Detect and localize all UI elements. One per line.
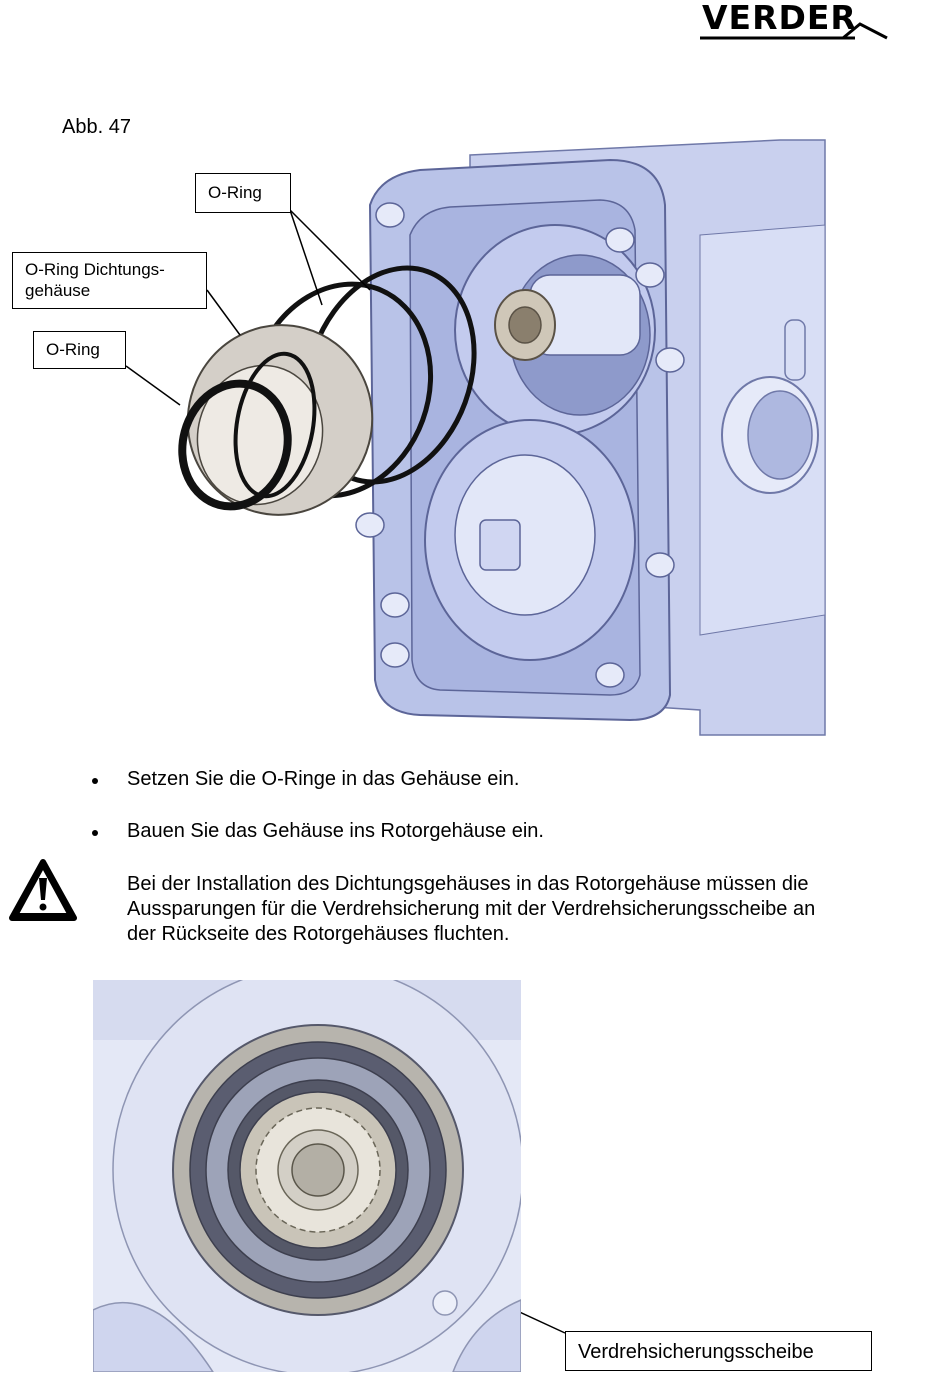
logo-graphic [700, 22, 888, 40]
callout-verdrehsicherungsscheibe: Verdrehsicherungsscheibe [565, 1331, 872, 1371]
seal-housing-detail-illustration [93, 980, 521, 1372]
callout-o-ring-dichtungsgehaeuse: O-Ring Dichtungs- gehäuse [12, 252, 207, 309]
callout-o-ring-left: O-Ring [33, 331, 126, 369]
verder-logo [695, 0, 895, 45]
callout-text: O-Ring [46, 340, 100, 359]
list-item-text: Bauen Sie das Gehäuse ins Rotorgehäuse e… [127, 820, 544, 842]
figure-label: Abb. 47 [62, 116, 131, 138]
warning-line: Aussparungen für die Verdrehsicherung mi… [127, 898, 816, 920]
warning-icon [9, 859, 77, 921]
callout-text-line2: gehäuse [25, 281, 91, 300]
pump-exploded-illustration [178, 139, 826, 736]
brand-name: VERDER [702, 0, 857, 37]
list-item-text: Setzen Sie die O-Ringe in das Gehäuse ei… [127, 768, 520, 790]
callout-o-ring-top: O-Ring [195, 173, 291, 213]
warning-line: Bei der Installation des Dichtungsgehäus… [127, 873, 809, 895]
bullet-icon [92, 830, 98, 836]
callout-text-line1: O-Ring Dichtungs- [25, 260, 165, 279]
callout-text: O-Ring [208, 183, 262, 202]
bullet-icon [92, 778, 98, 784]
callout-text: Verdrehsicherungsscheibe [578, 1341, 814, 1363]
warning-line: der Rückseite des Rotorgehäuses fluchten… [127, 923, 510, 945]
warning-text: Bei der Installation des Dichtungsgehäus… [127, 872, 907, 947]
